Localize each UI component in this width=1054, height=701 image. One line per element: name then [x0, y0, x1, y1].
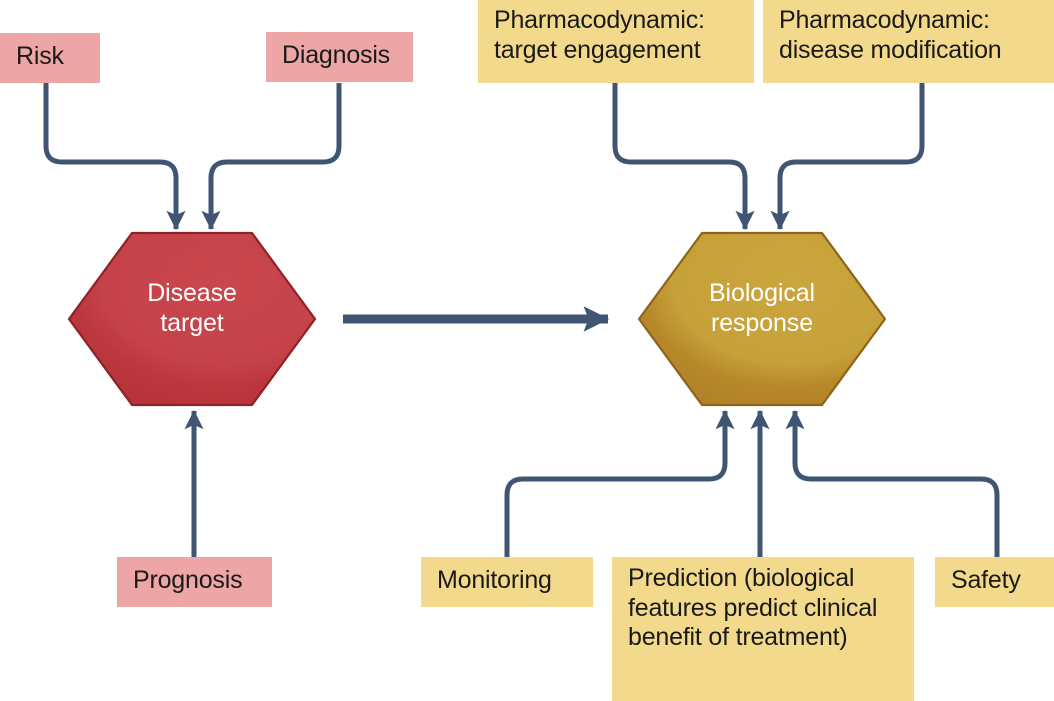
box-monitoring[interactable]: Monitoring: [421, 557, 593, 607]
box-prognosis-label: Prognosis: [133, 566, 243, 594]
connector-risk-to-disease-target: [43, 83, 186, 230]
box-prognosis[interactable]: Prognosis: [117, 557, 272, 607]
connector-pd-disease-modification-to-biological-response: [770, 83, 925, 230]
box-pd-target-engagement-line2: target engagement: [494, 35, 701, 64]
box-risk[interactable]: Risk: [0, 33, 100, 83]
box-prediction[interactable]: Prediction (biological features predict …: [612, 557, 914, 701]
box-diagnosis-label: Diagnosis: [282, 41, 390, 69]
connector-pd-target-engagement-to-biological-response: [612, 83, 755, 230]
hexagon-disease-target[interactable]: Disease target: [64, 228, 320, 410]
hexagon-biological-response[interactable]: Biological response: [634, 228, 890, 410]
hexagon-disease-target-shape: [67, 231, 317, 407]
box-pd-disease-modification[interactable]: Pharmacodynamic: disease modification: [763, 0, 1054, 83]
box-diagnosis[interactable]: Diagnosis: [266, 32, 413, 82]
connector-safety-to-biological-response: [785, 410, 1000, 557]
box-safety-label: Safety: [951, 566, 1021, 594]
hexagon-biological-response-shape: [637, 231, 887, 407]
connector-diagnosis-to-disease-target: [201, 83, 342, 230]
box-pd-disease-modification-line1: Pharmacodynamic:: [779, 6, 990, 34]
box-pd-target-engagement[interactable]: Pharmacodynamic: target engagement: [478, 0, 754, 83]
box-pd-target-engagement-line1: Pharmacodynamic:: [494, 6, 705, 34]
box-prediction-label: Prediction (biological features predict …: [628, 564, 878, 651]
box-safety[interactable]: Safety: [935, 557, 1054, 607]
box-risk-label: Risk: [16, 42, 64, 70]
box-pd-disease-modification-line2: disease modification: [779, 35, 1002, 64]
connector-monitoring-to-biological-response: [504, 410, 735, 557]
box-monitoring-label: Monitoring: [437, 566, 552, 594]
